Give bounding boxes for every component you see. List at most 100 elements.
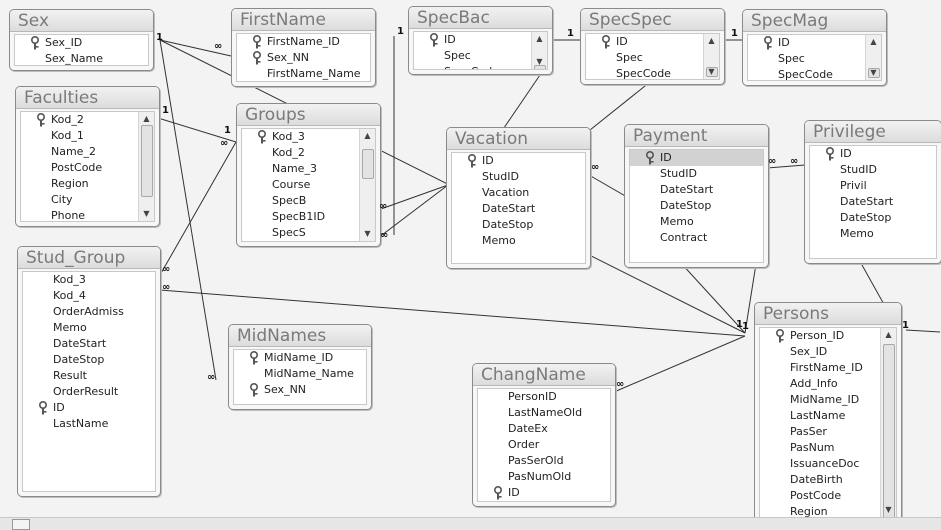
field-item[interactable]: Sex_Name — [15, 51, 148, 65]
scroll-thumb[interactable] — [883, 344, 895, 517]
field-item[interactable]: DateStart — [452, 201, 585, 217]
field-item[interactable]: Kod_2 — [242, 145, 359, 161]
field-item[interactable]: StudID — [630, 166, 763, 182]
relationship-line[interactable] — [377, 184, 449, 211]
field-item[interactable]: PersonID — [478, 389, 610, 405]
field-item[interactable]: StudID — [452, 169, 585, 185]
scrollbar[interactable]: ▲▼ — [359, 129, 375, 241]
field-item[interactable]: Name_3 — [242, 161, 359, 177]
relationship-line[interactable] — [159, 39, 217, 381]
field-item[interactable]: Privil — [810, 178, 936, 194]
primary-key-field[interactable]: ID — [810, 146, 936, 162]
scroll-up-icon[interactable]: ▲ — [536, 34, 543, 43]
field-item[interactable]: Result — [23, 368, 155, 384]
field-item[interactable]: SpecB — [242, 193, 359, 209]
field-item[interactable]: Kod_1 — [21, 128, 138, 144]
field-item[interactable]: Name_2 — [21, 144, 138, 160]
field-item[interactable]: Kod_3 — [23, 272, 155, 288]
primary-key-field[interactable]: Person_ID — [760, 328, 880, 344]
relationship-line[interactable] — [159, 141, 237, 276]
field-item[interactable]: DateStop — [630, 198, 763, 214]
field-item[interactable]: DateStop — [452, 217, 585, 233]
field-item[interactable]: Memo — [810, 226, 936, 242]
field-item[interactable]: DateStart — [23, 336, 155, 352]
scroll-down-icon[interactable]: ▼ — [536, 57, 543, 66]
field-item[interactable]: Course — [242, 177, 359, 193]
scrollbar[interactable]: ▲▼ — [865, 35, 881, 80]
field-item[interactable]: SpecB1ID — [242, 209, 359, 225]
field-item[interactable]: LastNameOld — [478, 405, 610, 421]
primary-key-field[interactable]: ID — [414, 32, 531, 48]
primary-key-field[interactable]: Sex_ID — [15, 35, 148, 51]
table-title[interactable]: Payment — [625, 125, 768, 147]
field-item[interactable]: SpecCode — [748, 67, 865, 80]
primary-key-field[interactable]: Sex_NN — [234, 382, 366, 398]
scroll-up-icon[interactable]: ▲ — [885, 330, 892, 339]
scroll-thumb[interactable] — [706, 67, 718, 77]
table-title[interactable]: SpecMag — [743, 10, 886, 32]
primary-key-field[interactable]: ID — [586, 34, 703, 50]
field-item[interactable]: Memo — [23, 320, 155, 336]
field-item[interactable]: DateStart — [630, 182, 763, 198]
table-title[interactable]: Faculties — [16, 87, 159, 109]
primary-key-field[interactable]: ID — [452, 153, 585, 169]
field-item[interactable]: DateBirth — [760, 472, 880, 488]
field-item[interactable]: SpecS — [242, 225, 359, 241]
table-title[interactable]: MidNames — [229, 325, 371, 347]
table-specbac[interactable]: SpecBacIDSpecSpecCode▲▼ — [408, 6, 553, 75]
field-item[interactable]: IssuanceDoc — [760, 456, 880, 472]
field-item[interactable]: FirstName_ID — [760, 360, 880, 376]
field-item[interactable]: Order — [478, 437, 610, 453]
field-item[interactable]: Vacation — [452, 185, 585, 201]
relationship-line[interactable] — [589, 81, 651, 131]
primary-key-field[interactable]: ID — [23, 400, 155, 416]
field-item[interactable]: StudID — [810, 162, 936, 178]
field-item[interactable]: PasNumOld — [478, 469, 610, 485]
table-title[interactable]: SpecBac — [409, 7, 552, 29]
field-item[interactable]: MidName_Name — [234, 366, 366, 382]
primary-key-field[interactable]: ID — [748, 35, 865, 51]
scroll-up-icon[interactable]: ▲ — [143, 114, 150, 123]
field-item[interactable]: Memo — [452, 233, 585, 249]
scroll-thumb[interactable] — [141, 125, 153, 197]
primary-key-field[interactable]: ID — [478, 485, 610, 501]
primary-key-field[interactable]: Kod_3 — [242, 129, 359, 145]
scroll-thumb[interactable] — [534, 65, 546, 69]
field-item[interactable]: DateStart — [810, 194, 936, 210]
field-item[interactable]: DateEx — [478, 421, 610, 437]
field-item[interactable]: SpecCode — [414, 64, 531, 69]
field-item[interactable]: MidName_ID — [760, 392, 880, 408]
field-item[interactable]: PostCode — [21, 160, 138, 176]
field-item[interactable]: DateStop — [23, 352, 155, 368]
field-item[interactable]: Spec — [748, 51, 865, 67]
scroll-down-icon[interactable]: ▼ — [885, 505, 892, 514]
scroll-down-icon[interactable]: ▼ — [708, 67, 715, 76]
field-item[interactable]: PasNum — [760, 440, 880, 456]
field-item[interactable]: DateStop — [810, 210, 936, 226]
table-title[interactable]: ChangName — [473, 364, 615, 386]
field-item[interactable]: City — [21, 192, 138, 208]
relationship-line[interactable] — [157, 117, 237, 143]
field-item[interactable]: Phone — [21, 208, 138, 221]
table-title[interactable]: Privilege — [805, 121, 941, 143]
primary-key-field[interactable]: Sex_NN — [237, 50, 370, 66]
table-title[interactable]: Vacation — [447, 128, 590, 150]
scrollbar[interactable]: ▲▼ — [880, 328, 896, 517]
